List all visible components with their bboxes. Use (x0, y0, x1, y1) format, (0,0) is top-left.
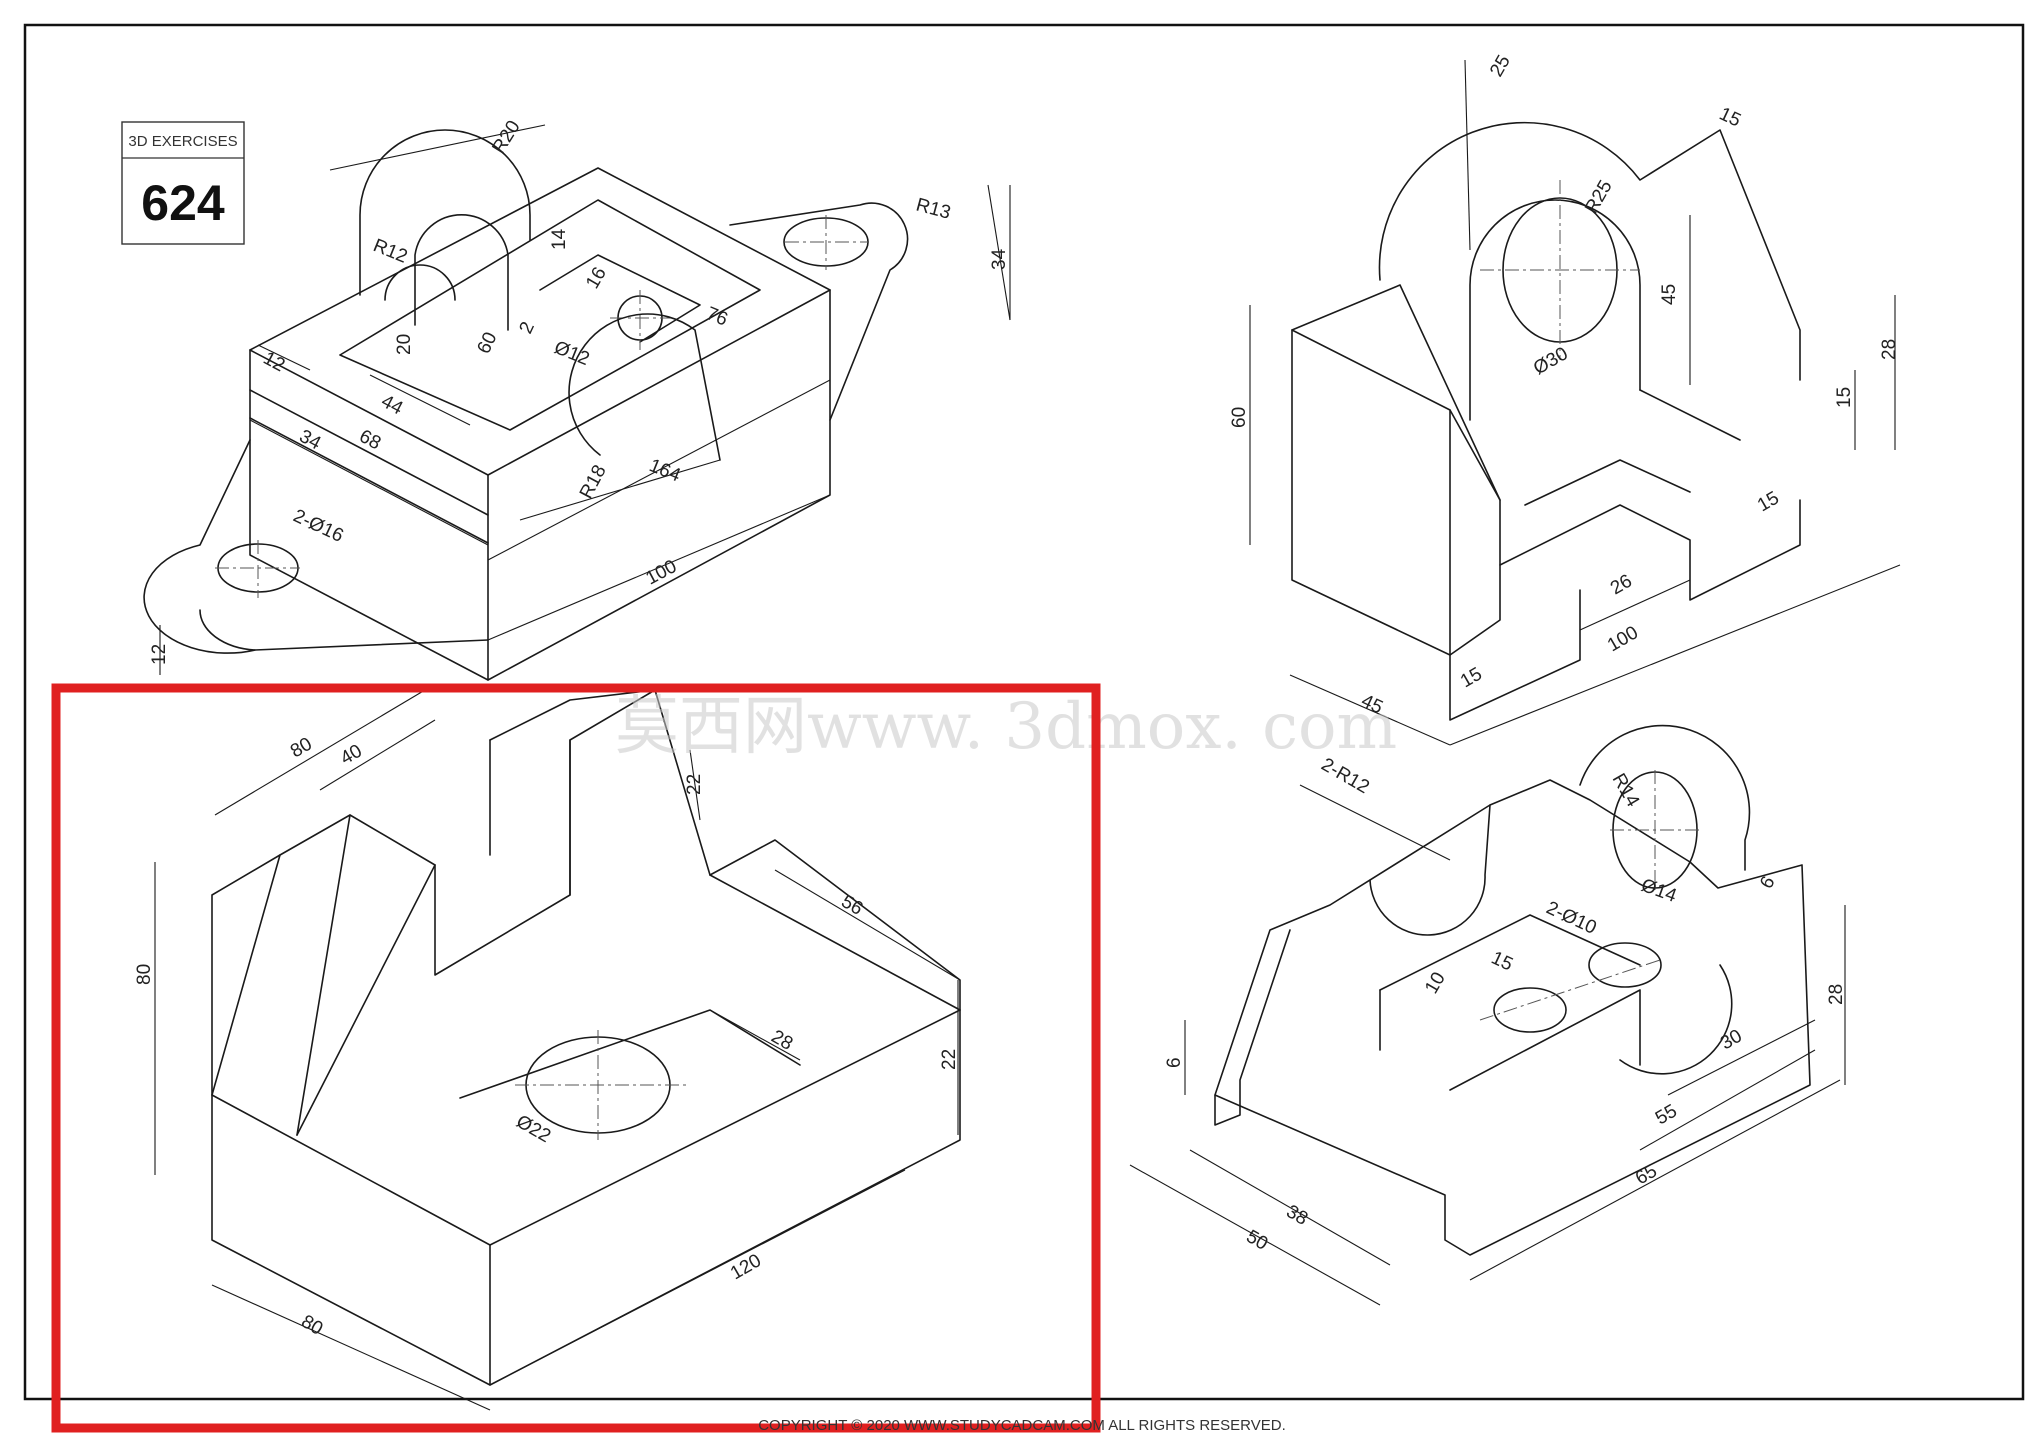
view-bottom-right: 2-R12 R14 Ø14 6 2-Ø10 15 10 28 30 6 55 3… (1129, 724, 1847, 1306)
dim-label: Ø12 (551, 337, 592, 370)
dim-label: 22 (684, 774, 705, 795)
dim-label: 12 (149, 644, 170, 665)
highlight-box (51, 683, 1101, 1433)
dim-label: 28 (1826, 984, 1847, 1005)
dim-label: 6 (1164, 1057, 1185, 1068)
dim-label: 26 (1607, 571, 1636, 600)
dim-label: 14 (549, 228, 570, 250)
dim-label: 68 (356, 426, 385, 454)
dim-label: Ø30 (1530, 343, 1572, 379)
view-top-right: 25 15 R25 45 28 60 Ø30 15 15 26 100 45 1… (1229, 52, 1901, 746)
dim-label: 2 (515, 319, 539, 337)
dim-label: 44 (378, 391, 407, 420)
dim-label: 15 (1488, 947, 1516, 975)
dim-label: 15 (1754, 488, 1783, 517)
dim-label: 55 (1652, 1101, 1681, 1130)
exercise-box: 3D EXERCISES 624 (121, 121, 245, 245)
dim-label: R12 (370, 235, 410, 268)
dim-label: 60 (473, 329, 501, 357)
dim-label: 28 (1879, 339, 1900, 360)
dim-label: 45 (1659, 284, 1680, 305)
dim-label: 15 (1716, 103, 1744, 131)
dim-label: 15 (1457, 664, 1486, 693)
dim-label: 56 (838, 891, 867, 920)
dim-label: 25 (1486, 52, 1515, 81)
dim-label: 6 (1756, 873, 1779, 893)
dim-label: 22 (939, 1049, 960, 1070)
dim-label: R25 (1581, 177, 1617, 218)
dim-label: 80 (134, 964, 155, 985)
dim-label: 80 (298, 1311, 327, 1340)
dim-label: 30 (1717, 1026, 1746, 1055)
dim-label: 16 (582, 264, 611, 293)
exercise-number: 624 (141, 175, 225, 231)
view-bottom-left: 80 40 22 80 56 28 22 Ø22 120 80 (134, 689, 961, 1411)
copyright-text: COPYRIGHT © 2020 WWW.STUDYCADCAM.COM ALL… (758, 1417, 1286, 1434)
dim-label: 15 (1834, 387, 1855, 408)
dim-label: 34 (989, 248, 1010, 270)
dim-label: 34 (296, 426, 325, 455)
dim-label: 28 (768, 1026, 797, 1055)
sheet-border (23, 23, 2025, 1401)
view-top-left: R20 R12 14 16 R13 34 12 20 60 2 Ø12 76 4… (143, 117, 1011, 681)
dim-label: R13 (914, 195, 953, 224)
dim-label: Ø22 (513, 1111, 555, 1147)
exercise-label: 3D EXERCISES (128, 133, 237, 150)
dim-label: 120 (727, 1250, 765, 1284)
dim-label: 2-Ø16 (290, 505, 347, 546)
dim-label: 12 (260, 348, 289, 376)
dim-label: 65 (1632, 1161, 1661, 1190)
dim-label: Ø14 (1638, 875, 1679, 907)
dim-label: R20 (488, 117, 524, 158)
dim-label: 20 (394, 334, 415, 355)
watermark: 莫西网www. 3dmox. com (615, 690, 1397, 764)
dim-label: 100 (1604, 622, 1642, 656)
dim-label: 2-Ø10 (1543, 897, 1600, 938)
dim-label: 76 (703, 303, 730, 330)
dim-label: 10 (1421, 969, 1450, 998)
dim-label: R18 (576, 462, 611, 503)
dim-label: 60 (1229, 407, 1250, 428)
